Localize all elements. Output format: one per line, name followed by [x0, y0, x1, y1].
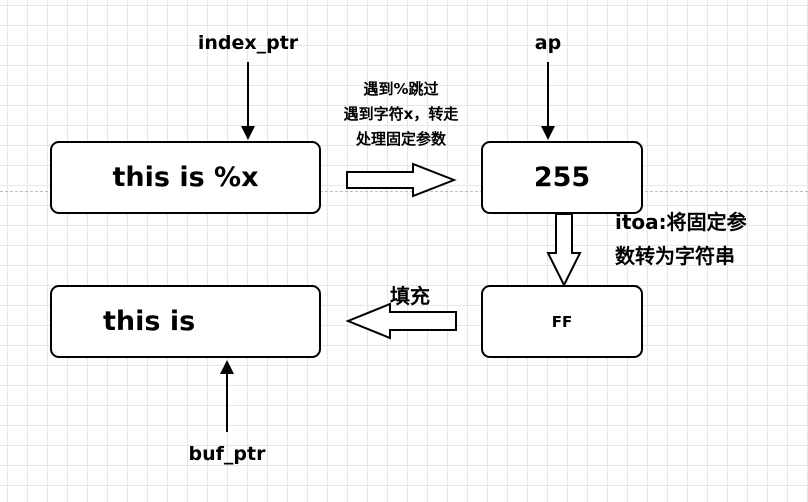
- skip-note-line1: 遇到%跳过: [363, 80, 439, 98]
- output-buffer-box: this is: [50, 285, 321, 358]
- buf-ptr-label: buf_ptr: [188, 443, 266, 465]
- output-buffer-text: this is: [103, 306, 196, 337]
- skip-note-line3: 处理固定参数: [355, 130, 446, 148]
- hex-result-text: FF: [551, 312, 573, 331]
- hollow-left-arrow: [345, 302, 457, 340]
- ap-label: ap: [534, 32, 562, 54]
- page-break-line: [0, 191, 808, 192]
- itoa-note-line1: itoa:将固定参: [615, 210, 747, 234]
- arg-value-box: 255: [481, 141, 643, 214]
- format-string-text: this is %x: [112, 162, 259, 193]
- format-string-box: this is %x: [50, 141, 321, 214]
- arg-value-text: 255: [533, 162, 591, 193]
- hollow-down-arrow: [546, 213, 582, 288]
- index-ptr-label: index_ptr: [197, 32, 299, 54]
- buf-ptr-arrow: [220, 360, 234, 432]
- fill-note: 填充: [390, 284, 430, 308]
- index-ptr-arrow: [241, 62, 255, 140]
- skip-note-line2: 遇到字符x，转走: [343, 105, 459, 123]
- ap-arrow: [541, 62, 555, 140]
- itoa-note-line2: 数转为字符串: [615, 244, 735, 268]
- hex-result-box: FF: [481, 285, 643, 358]
- hollow-right-arrow: [346, 162, 457, 198]
